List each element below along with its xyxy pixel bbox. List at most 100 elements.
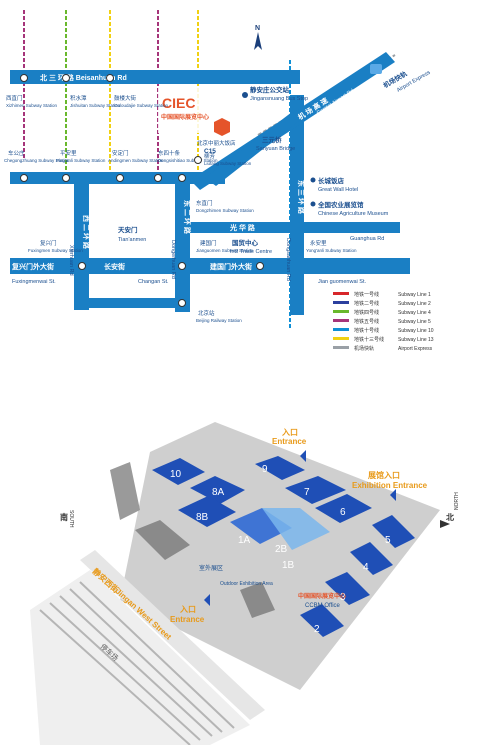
station-label: 复兴门 <box>40 239 57 247</box>
road-changan <box>10 258 410 274</box>
museum-marker-icon <box>310 201 316 207</box>
hall-10[interactable] <box>152 458 205 485</box>
south-label-cn: 南 <box>60 512 68 522</box>
label-dongsanhuan: 东 三 环 路 <box>297 180 306 215</box>
station-marker[interactable] <box>178 174 186 182</box>
station-label-en: Jianguomen Subway Station <box>196 248 254 253</box>
hall-label: 10 <box>170 469 182 480</box>
roads <box>10 52 410 315</box>
label-dongerhuan-en: Dongerhuan Rd <box>170 240 176 279</box>
legend-en: Subway Line 2 <box>398 301 431 307</box>
venue-floor-plan: 停车场 静安西街 Jingan West Street 10 8A 8B 9 7… <box>30 422 460 745</box>
hall-label: 9 <box>262 464 268 475</box>
hotel-marker-icon <box>310 177 316 183</box>
station-label: 东四十条 <box>158 149 181 157</box>
station-marker[interactable] <box>154 174 162 182</box>
station-marker[interactable] <box>62 174 70 182</box>
station-marker[interactable] <box>178 299 186 307</box>
exhibition-entrance-en: Exhibition Entrance <box>352 481 428 490</box>
station-marker[interactable] <box>178 262 186 270</box>
station-label: 东直门 <box>196 199 213 207</box>
hall-4[interactable] <box>350 542 393 575</box>
station-marker[interactable] <box>116 174 124 182</box>
station-label-en: Dongzhimen Subway Station <box>196 208 254 213</box>
road-dongzhimen <box>205 112 300 186</box>
legend-cn: 地铁一号线 <box>354 291 379 298</box>
legend-cn: 地铁四号线 <box>354 309 379 316</box>
hall-1a[interactable] <box>230 508 292 544</box>
station-marker[interactable] <box>20 74 28 82</box>
hall-8a[interactable] <box>190 476 245 504</box>
service-building <box>240 582 275 618</box>
station-label: 北京站 <box>198 309 215 317</box>
hall-6[interactable] <box>315 494 372 523</box>
station-label: 车公庄 <box>8 149 25 157</box>
station-label-en: Andingmen Subway Station <box>108 158 164 163</box>
station-marker[interactable] <box>78 262 86 270</box>
legend-en: Airport Express <box>398 346 433 352</box>
legend-en: Subway Line 1 <box>398 292 431 298</box>
entrance-arrow-icon <box>300 450 306 462</box>
legend-cn: 机场快轨 <box>354 345 374 352</box>
station-marker[interactable] <box>256 262 264 270</box>
label-itc: 国贸中心 <box>232 238 259 247</box>
station-marker[interactable] <box>62 74 70 82</box>
station-label: 积水潭 <box>70 94 87 102</box>
hall-label: 2B <box>275 544 288 555</box>
station-label-en: Ping'anli Subway Station <box>56 158 106 163</box>
hall-9[interactable] <box>255 456 305 480</box>
label-itc-en: Int'l Trade Centre <box>230 249 272 255</box>
legend-swatch <box>333 292 349 295</box>
station-label-en: Xizhimen Subway Station <box>6 103 58 108</box>
hall-label: 3 <box>340 592 346 603</box>
hall-3[interactable] <box>325 572 370 605</box>
ccbm-label-en: CCBM Office <box>305 603 341 609</box>
entrance-arrow-icon <box>204 594 210 606</box>
hall-5[interactable] <box>372 515 415 548</box>
road-beisanhuan <box>10 70 300 84</box>
label-great-wall: 长城饭店 <box>318 176 345 185</box>
south-label-en: SOUTH <box>68 510 74 528</box>
north-label-en: NORTH <box>454 492 460 510</box>
ciec-location-marker[interactable] <box>214 118 230 136</box>
station-label: 柳芳 <box>204 152 216 160</box>
hall-label: 1B <box>282 560 295 571</box>
station-marker[interactable] <box>194 156 202 164</box>
halls[interactable]: 10 8A 8B 9 7 6 5 4 3 2 1A 2B 1B <box>152 456 415 637</box>
legend-swatch <box>333 310 349 313</box>
legend-swatch <box>333 319 349 322</box>
entrance-label-cn: 入口 <box>281 428 298 437</box>
label-museum: 全国农业展览馆 <box>317 200 364 209</box>
label-xierhuan: 西 二 环 路 <box>82 215 91 250</box>
station-marker[interactable] <box>106 74 114 82</box>
hall-7[interactable] <box>285 476 346 504</box>
station-marker[interactable] <box>20 174 28 182</box>
label-changan: 长安街 <box>104 262 125 271</box>
label-bus-stop-en: Jingansnuang Bus Stop <box>250 96 308 102</box>
road-guanghua <box>190 222 400 233</box>
parking-area <box>30 570 250 745</box>
legend-cn: 地铁十三号线 <box>354 336 384 343</box>
legend-cn: 地铁五号线 <box>354 318 379 325</box>
station-label-en: Liufang Subway Station <box>204 161 252 166</box>
hall-8b[interactable] <box>178 496 236 527</box>
hall-label: 1A <box>238 535 251 546</box>
legend-en: Subway Line 5 <box>398 319 431 325</box>
label-guanghua: 光 华 路 <box>229 223 256 232</box>
label-museum-en: Chinese Agriculture Museum <box>318 211 389 217</box>
station-label: 鼓楼大街 <box>114 94 137 102</box>
entrance-label-en: Entrance <box>170 615 205 624</box>
label-bus-c15: C15 <box>204 148 216 155</box>
office-building <box>135 520 190 560</box>
ciec-name: 中国国际展览中心 <box>161 113 209 121</box>
station-label-en: Beijing Railway Station <box>196 318 242 323</box>
station-label-en: Dongsishitiao Subway Station <box>158 158 218 163</box>
label-great-wall-en: Great Wall Hotel <box>318 187 358 193</box>
legend-en: Subway Line 10 <box>398 328 434 334</box>
hall-2[interactable] <box>300 604 344 637</box>
outdoor-area-label-en: Outdoor Exhibition Area <box>220 581 273 587</box>
svg-text:N: N <box>255 25 260 32</box>
label-fuxingmenwai-en: Fuxingmenwai St. <box>12 279 56 285</box>
hall-2b[interactable] <box>262 508 330 550</box>
station-label: 平安里 <box>60 149 77 157</box>
